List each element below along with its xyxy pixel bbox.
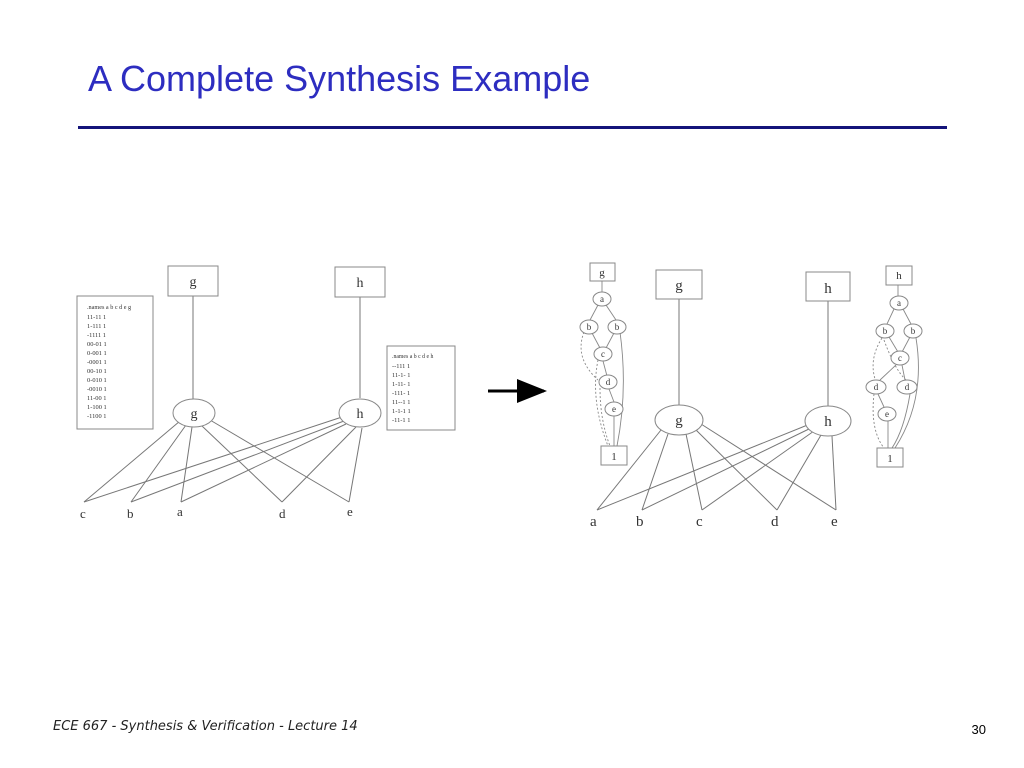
table-h-row: -11-1 1 xyxy=(392,417,410,424)
bdd-h-node-e: e xyxy=(885,409,889,419)
bdd-h-node-c: c xyxy=(898,353,902,363)
right-input-b: b xyxy=(636,514,644,530)
bdd-h-node-d2: d xyxy=(905,382,910,392)
table-h-row: 1-1-1 1 xyxy=(392,408,411,415)
table-g-row: 11-11 1 xyxy=(87,314,106,321)
right-output-box-g xyxy=(655,269,703,300)
right-input-d: d xyxy=(771,514,779,530)
left-input-c: c xyxy=(80,506,86,521)
table-g-row: 0-001 1 xyxy=(87,350,107,357)
right-node-label-h: h xyxy=(824,414,832,430)
left-input-a: a xyxy=(177,504,183,519)
table-h-row: 11--1 1 xyxy=(392,399,410,406)
bdd-h-node-b1: b xyxy=(883,326,888,336)
table-g-row: -1111 1 xyxy=(87,332,106,339)
right-node-g xyxy=(654,404,704,436)
left-input-b: b xyxy=(127,506,134,521)
title-rule xyxy=(78,126,947,129)
table-h-row: 1-11- 1 xyxy=(392,381,410,388)
right-input-e: e xyxy=(831,514,838,530)
table-g-row: -1100 1 xyxy=(87,413,106,420)
table-g-row: -0010 1 xyxy=(87,386,107,393)
table-g-row: 0-010 1 xyxy=(87,377,107,384)
left-output-label-g: g xyxy=(190,275,197,290)
bdd-h-node-d1: d xyxy=(874,382,879,392)
left-output-box-g xyxy=(167,265,219,297)
left-table-h: .names a b c d e h --111 1 11-1- 1 1-11-… xyxy=(386,345,456,431)
page-number: 30 xyxy=(971,722,986,737)
bdd-h: h a b b c d d e 1 xyxy=(865,265,923,468)
table-h-row: -111- 1 xyxy=(392,390,410,397)
table-g-header: .names a b c d e g xyxy=(87,304,131,311)
bdd-h-node-a: a xyxy=(897,298,901,308)
left-output-box-h xyxy=(334,266,386,298)
left-node-label-g: g xyxy=(191,407,198,422)
bdd-g-node-d: d xyxy=(606,377,611,387)
table-g-row: 00-01 1 xyxy=(87,341,107,348)
bdd-h-terminal: 1 xyxy=(887,453,893,465)
right-network: g h g h a b c d e xyxy=(579,262,923,530)
table-g-row: 1-100 1 xyxy=(87,404,107,411)
left-input-e: e xyxy=(347,504,353,519)
table-g-row: 00-10 1 xyxy=(87,368,107,375)
left-output-label-h: h xyxy=(357,276,364,291)
left-node-g xyxy=(172,398,216,428)
bdd-g: g a b b c d e 1 xyxy=(579,262,628,466)
right-node-label-g: g xyxy=(675,413,683,429)
table-h-row: --111 1 xyxy=(392,363,410,370)
slide-title: A Complete Synthesis Example xyxy=(88,58,591,99)
right-output-label-h: h xyxy=(824,281,832,297)
table-g-row: 1-111 1 xyxy=(87,323,106,330)
bdd-g-node-a: a xyxy=(600,294,604,304)
table-g-row: -0001 1 xyxy=(87,359,107,366)
bdd-h-root: h xyxy=(896,270,902,282)
right-input-a: a xyxy=(590,514,597,530)
left-node-label-h: h xyxy=(357,407,364,422)
left-network: g h g h c b a d e .names a b c d e g 11-… xyxy=(76,265,456,521)
right-edges xyxy=(596,298,837,511)
left-input-d: d xyxy=(279,506,286,521)
bdd-g-node-c: c xyxy=(601,349,605,359)
footer-text: ECE 667 - Synthesis & Verification - Lec… xyxy=(53,719,358,734)
bdd-g-terminal: 1 xyxy=(611,451,617,463)
right-node-h xyxy=(804,405,852,437)
bdd-g-node-b1: b xyxy=(587,322,592,332)
right-input-c: c xyxy=(696,514,703,530)
bdd-g-node-e: e xyxy=(612,404,616,414)
table-g-row: 11-00 1 xyxy=(87,395,106,402)
left-table-g: .names a b c d e g 11-11 1 1-111 1 -1111… xyxy=(76,295,154,430)
left-edges xyxy=(83,296,363,503)
bdd-g-root: g xyxy=(599,267,605,279)
table-h-header: .names a b c d e h xyxy=(392,354,433,360)
right-output-box-h xyxy=(805,271,851,302)
bdd-h-node-b2: b xyxy=(911,326,916,336)
table-h-row: 11-1- 1 xyxy=(392,372,410,379)
right-output-label-g: g xyxy=(675,278,683,294)
left-node-h xyxy=(338,398,382,428)
bdd-g-node-b2: b xyxy=(615,322,620,332)
